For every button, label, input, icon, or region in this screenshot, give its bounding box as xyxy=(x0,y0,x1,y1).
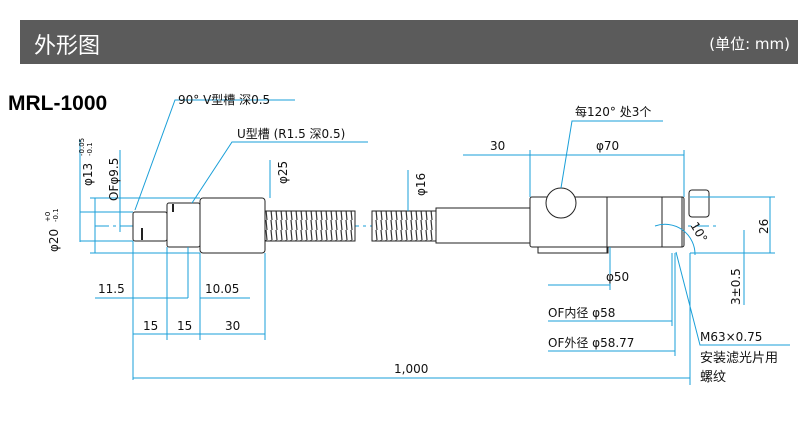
phi13-tol-lower: -0.1 xyxy=(86,142,94,156)
thread-label: M63×0.75 xyxy=(700,330,762,344)
dim-15b: 15 xyxy=(177,319,192,333)
phi20-tol-upper: +0 xyxy=(44,212,52,222)
of-9-5-label: OFφ9.5 xyxy=(107,158,121,201)
model-name: MRL-1000 xyxy=(8,92,107,115)
v-groove-label: 90° V型槽 深0.5 xyxy=(178,93,270,107)
dim-30-bottom: 30 xyxy=(225,319,240,333)
dim-26: 26 xyxy=(757,219,771,234)
section-header: 外形图 (单位: mm) xyxy=(20,20,798,64)
phi70-label: φ70 xyxy=(596,139,619,153)
phi25-label: φ25 xyxy=(276,161,290,184)
thread-note-1: 安装滤光片用 xyxy=(700,351,778,366)
phi16-label: φ16 xyxy=(414,173,428,196)
knob-icon xyxy=(545,187,577,219)
of-outer-label: OF外径 φ58.77 xyxy=(548,336,634,350)
dim-30-top: 30 xyxy=(490,139,505,153)
section-title: 外形图 xyxy=(34,34,101,59)
rigid-tube xyxy=(435,207,531,244)
flexible-hose-left xyxy=(264,210,356,242)
set-screw-icon xyxy=(688,189,710,218)
phi20-tol-lower: -0.1 xyxy=(52,208,60,222)
unit-label: (单位: mm) xyxy=(709,35,790,53)
phi13-tol-upper: -0.05 xyxy=(78,138,86,156)
thread-note-2: 螺纹 xyxy=(700,370,726,385)
knobs-label: 每120° 处3个 xyxy=(575,104,651,119)
dimension-lines xyxy=(79,99,790,385)
left-connector xyxy=(132,197,266,254)
dim-15a: 15 xyxy=(143,319,158,333)
angle-10: 10° xyxy=(687,220,710,245)
phi13-label: φ13 xyxy=(81,163,95,186)
light-head xyxy=(529,187,710,254)
of-inner-label: OF内径 φ58 xyxy=(548,306,615,320)
phi50-label: φ50 xyxy=(606,270,629,284)
dim-3: 3±0.5 xyxy=(729,268,743,305)
dim-11-5: 11.5 xyxy=(98,282,125,296)
u-groove-label: U型槽 (R1.5 深0.5) xyxy=(237,127,345,141)
dim-10-05: 10.05 xyxy=(205,282,239,296)
dim-1000: 1,000 xyxy=(394,362,428,376)
phi20-label: φ20 xyxy=(47,229,61,252)
flexible-hose-right xyxy=(371,210,437,242)
